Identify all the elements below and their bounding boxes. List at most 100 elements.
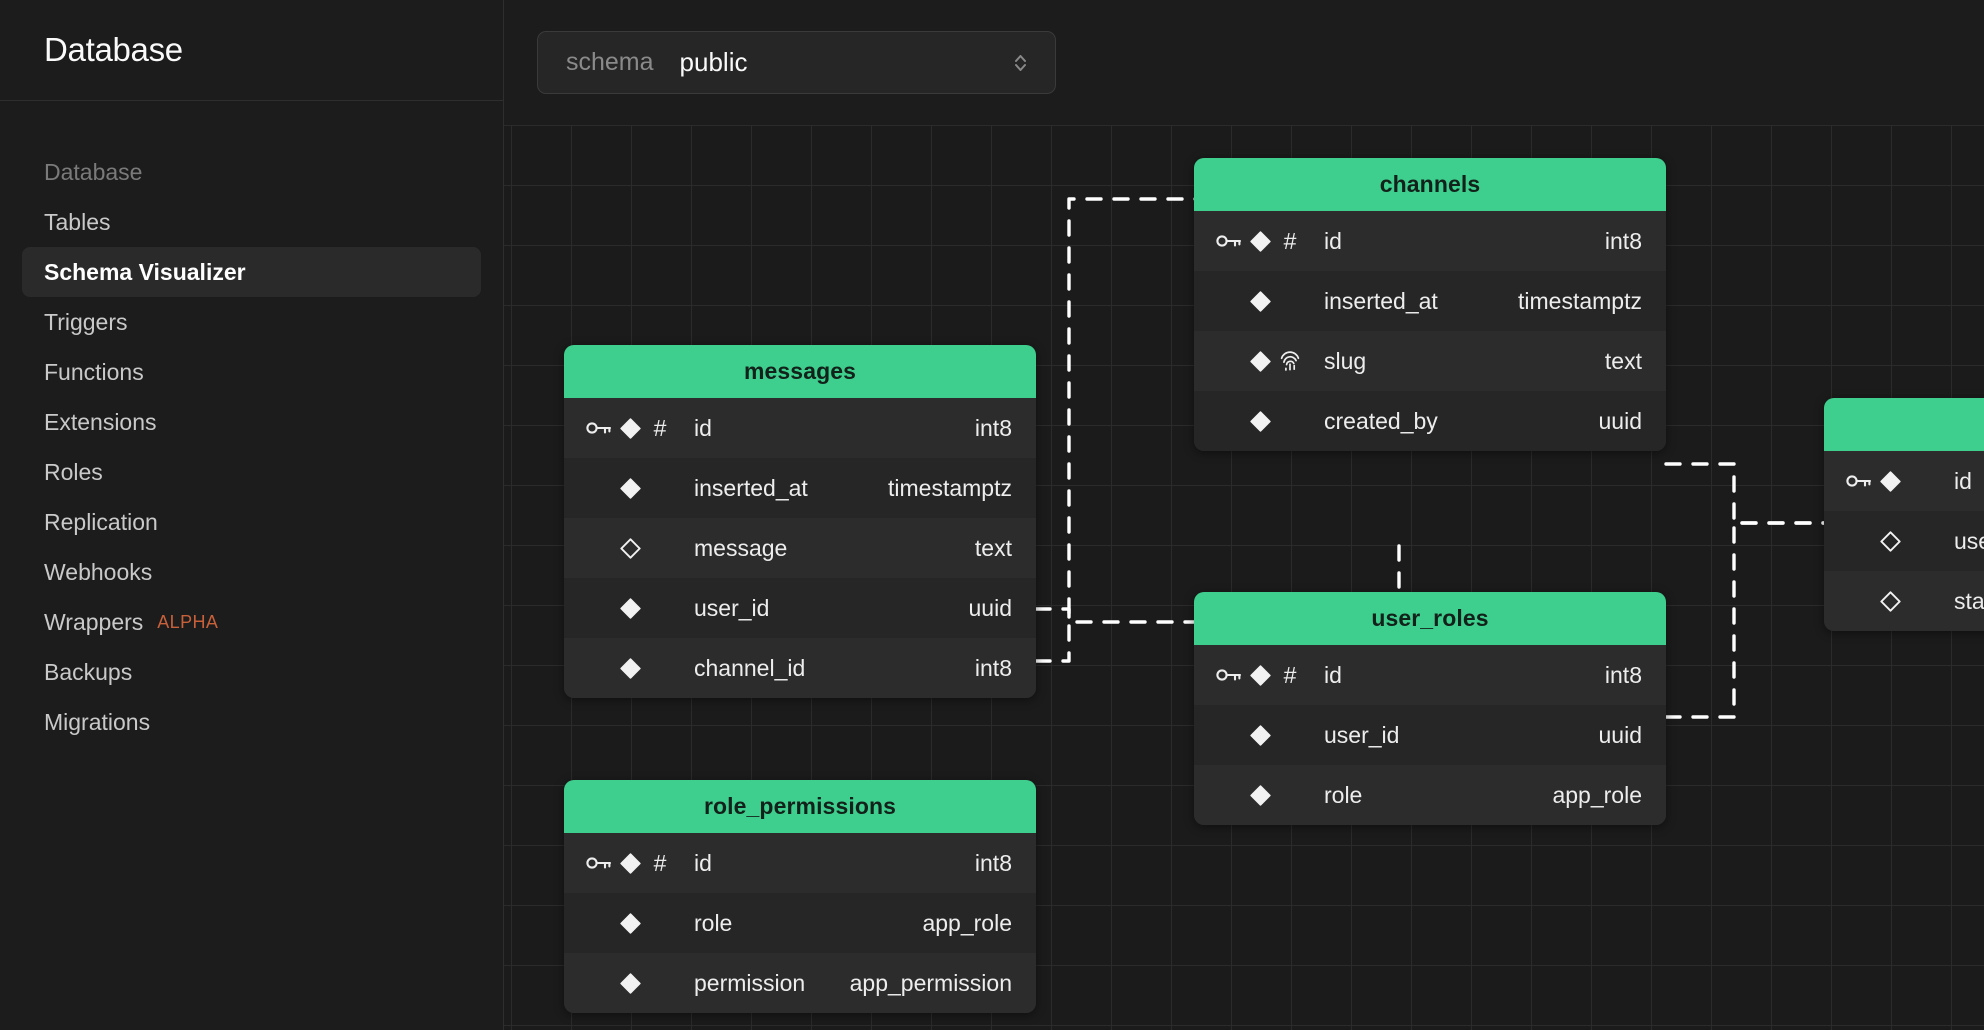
table-row[interactable]: # id int8 [1194, 211, 1666, 271]
table-row[interactable]: created_by uuid [1194, 391, 1666, 451]
column-icons [1216, 349, 1324, 373]
column-icons [1846, 470, 1954, 492]
sidebar-item-backups[interactable]: Backups [22, 647, 481, 697]
table-row[interactable]: statustext [1824, 571, 1984, 631]
column-name: channel_id [694, 654, 806, 681]
column-type: int8 [974, 849, 1012, 876]
sidebar-item-label: Roles [44, 458, 103, 485]
relationship-edges [1034, 197, 1914, 719]
column-name: slug [1324, 347, 1367, 374]
sidebar-item-label: Migrations [44, 708, 151, 735]
column-name: user_id [1324, 721, 1400, 748]
not-null-diamond-icon [1880, 470, 1901, 492]
sidebar-item-schema-visualizer[interactable]: Schema Visualizer [22, 247, 481, 297]
relationship-edge [1664, 521, 1914, 719]
column-type: uuid [1598, 407, 1642, 434]
not-null-diamond-icon [1250, 350, 1271, 372]
not-null-diamond-icon [620, 417, 641, 439]
table-row[interactable]: usernametext [1824, 511, 1984, 571]
sidebar-item-badge: ALPHA [157, 611, 219, 632]
numeric-hash-icon: # [1283, 661, 1297, 688]
sidebar-item-replication[interactable]: Replication [22, 497, 481, 547]
nullable-diamond-icon [1880, 530, 1901, 552]
not-null-diamond-icon [1250, 784, 1271, 806]
column-type: int8 [1604, 661, 1642, 688]
sidebar-item-roles[interactable]: Roles [22, 447, 481, 497]
column-type: int8 [1604, 227, 1642, 254]
chevron-up-down-icon [1012, 51, 1029, 75]
column-icons [586, 657, 694, 679]
not-null-diamond-icon [620, 477, 641, 499]
column-type: timestamptz [888, 474, 1012, 501]
not-null-diamond-icon [1250, 410, 1271, 432]
column-icons [1216, 290, 1324, 312]
sidebar-item-triggers[interactable]: Triggers [22, 297, 481, 347]
nullable-diamond-icon [1880, 590, 1901, 612]
column-name: id [1954, 467, 1972, 494]
sidebar-item-tables[interactable]: Tables [22, 197, 481, 247]
column-icons: # [1216, 227, 1324, 254]
column-type: uuid [1598, 721, 1642, 748]
page-title: Database [44, 31, 183, 68]
column-name: role [694, 909, 733, 936]
primary-key-icon [1216, 665, 1242, 685]
table-row[interactable]: # id int8 [564, 833, 1036, 893]
sidebar-item-label: Triggers [44, 308, 128, 335]
sidebar-item-webhooks[interactable]: Webhooks [22, 547, 481, 597]
column-name: id [1324, 227, 1342, 254]
not-null-diamond-icon [1250, 290, 1271, 312]
column-type: app_role [1552, 781, 1642, 808]
table-header: role_permissions [564, 780, 1036, 833]
column-name: message [694, 534, 788, 561]
sidebar-item-label: Extensions [44, 408, 157, 435]
column-icons: # [1216, 661, 1324, 688]
schema-select-value: public [679, 47, 748, 77]
column-name: user_id [694, 594, 770, 621]
sidebar-header: Database [0, 0, 503, 101]
not-null-diamond-icon [620, 597, 641, 619]
sidebar-item-extensions[interactable]: Extensions [22, 397, 481, 447]
column-name: created_by [1324, 407, 1438, 434]
sidebar-section-label: Database [44, 158, 143, 185]
table-row[interactable]: user_id uuid [1194, 705, 1666, 765]
column-icons [586, 477, 694, 499]
column-icons: # [586, 849, 694, 876]
column-name: inserted_at [1324, 287, 1438, 314]
numeric-hash-icon: # [1283, 227, 1297, 254]
schema-select-label: schema [566, 48, 654, 76]
sidebar-item-functions[interactable]: Functions [22, 347, 481, 397]
numeric-hash-icon: # [653, 849, 667, 876]
schema-select[interactable]: schema public [537, 31, 1056, 94]
column-name: username [1954, 527, 1984, 554]
not-null-diamond-icon [620, 657, 641, 679]
column-name: id [694, 849, 712, 876]
sidebar-item-migrations[interactable]: Migrations [22, 697, 481, 747]
column-icons [586, 972, 694, 994]
column-icons [1846, 590, 1954, 612]
column-icons [586, 912, 694, 934]
primary-key-icon [1216, 231, 1242, 251]
